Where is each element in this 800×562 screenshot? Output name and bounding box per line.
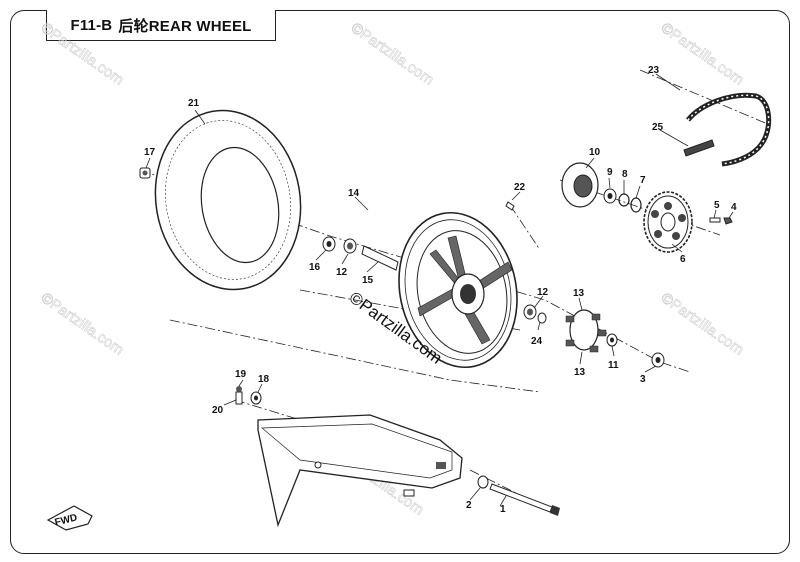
callout-17: 17	[144, 147, 156, 158]
spacer-collars	[606, 333, 665, 368]
chain-adjuster	[235, 386, 262, 405]
rear-axle	[477, 475, 560, 516]
rear-sprocket	[643, 191, 693, 253]
callout-3: 3	[640, 374, 646, 385]
callout-21: 21	[188, 98, 200, 109]
sprocket-fasteners	[709, 217, 733, 225]
diagram-name: 后轮REAR WHEEL	[118, 17, 252, 35]
sprocket-hub	[561, 162, 642, 213]
callout-13-upper: 13	[573, 288, 585, 299]
callout-23: 23	[648, 65, 660, 76]
callout-20: 20	[212, 405, 224, 416]
rear-tire	[154, 109, 302, 291]
diagram-code: F11-B	[70, 16, 113, 34]
callout-9: 9	[607, 167, 613, 178]
callout-12-right: 12	[537, 287, 549, 298]
left-bearing-parts	[322, 236, 399, 271]
watermark-text: ©Partzilla.com	[348, 19, 437, 89]
callout-11: 11	[608, 360, 619, 371]
wheel-rim	[398, 211, 518, 369]
callout-15: 15	[362, 275, 374, 286]
callout-1: 1	[500, 504, 506, 515]
callout-18: 18	[258, 374, 270, 385]
callout-25: 25	[652, 122, 664, 133]
callout-19: 19	[235, 369, 247, 380]
fwd-label: FWD	[54, 512, 79, 528]
callout-7: 7	[640, 175, 646, 186]
watermark-text: ©Partzilla.com	[38, 19, 127, 89]
watermark-text: ©Partzilla.com	[38, 289, 127, 359]
callout-8: 8	[622, 169, 628, 180]
valve-cap	[139, 167, 151, 179]
right-bearing-parts	[523, 304, 547, 324]
swing-arm	[257, 414, 463, 528]
callout-10: 10	[589, 147, 601, 158]
callout-12-left: 12	[336, 267, 348, 278]
watermark-text: ©Partzilla.com	[658, 19, 747, 89]
callout-4: 4	[731, 202, 737, 213]
callout-numbers: 1 2 3 4 5 6 7 8 9 10 11 12 12 13 13 14 1…	[144, 65, 737, 515]
diagram-frame	[10, 10, 790, 554]
callout-5: 5	[714, 200, 720, 211]
callout-6: 6	[680, 254, 686, 265]
diagram-title: F11-B 后轮REAR WHEEL	[46, 10, 276, 41]
callout-16: 16	[309, 262, 321, 273]
callout-leaders	[145, 73, 734, 507]
valve-stem	[505, 201, 515, 211]
fwd-arrow: FWD	[46, 505, 93, 531]
callout-22: 22	[514, 182, 526, 193]
callout-14: 14	[348, 188, 360, 199]
watermark-text: ©Partzilla.com	[658, 289, 747, 359]
callout-2: 2	[466, 500, 472, 511]
callout-24: 24	[531, 336, 543, 347]
drive-chain	[683, 92, 772, 167]
callout-13-lower: 13	[574, 367, 586, 378]
cush-drive-dampers	[565, 309, 607, 353]
